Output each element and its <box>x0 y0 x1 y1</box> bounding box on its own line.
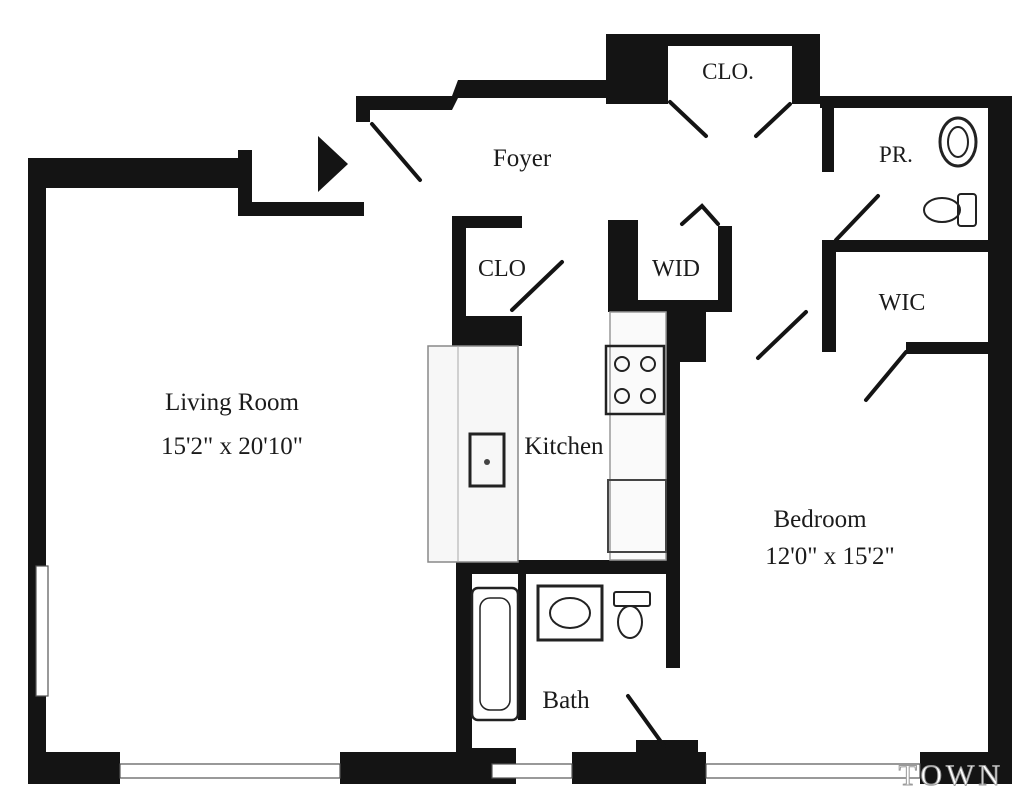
bath-label: Bath <box>542 687 590 714</box>
bedroom-door <box>864 350 908 402</box>
living-top-wall-return <box>238 150 252 212</box>
foyer-label: Foyer <box>493 145 552 172</box>
living-top-wall <box>28 158 250 188</box>
bath-door <box>626 694 666 748</box>
bedroom-name: Bedroom <box>773 506 867 533</box>
bedroom-dimensions: 12'0" x 15'2" <box>765 543 894 570</box>
foyer-closet-door-left <box>668 100 708 138</box>
kitchen-closet-bottom-wall <box>452 316 522 346</box>
bathtub-basin <box>479 597 511 711</box>
washer-dryer-label: WID <box>652 256 700 282</box>
right-exterior-wall <box>988 96 1012 784</box>
bath-door-jamb <box>636 740 698 784</box>
entry-door <box>370 122 422 182</box>
windows <box>35 565 921 779</box>
tub-right-wall <box>518 570 526 720</box>
foyer-closet-door-right <box>754 102 792 138</box>
bath-toilet-tank <box>613 591 651 607</box>
foyer-closet-right-block <box>792 34 820 104</box>
bath-top-wall <box>456 560 668 574</box>
watermark-logo: TOWN <box>899 759 1004 792</box>
bathtub <box>470 586 520 722</box>
kitchen-counter-right <box>609 311 667 561</box>
stove-burner-1 <box>614 356 630 372</box>
foyer-closet-label: CLO. <box>702 59 754 84</box>
bottom-wall-left <box>28 752 120 784</box>
foyer-closet-top-wall <box>606 34 820 46</box>
wd-right-wall <box>718 226 732 312</box>
stove-burner-4 <box>640 388 656 404</box>
bath-toilet-bowl <box>617 605 643 639</box>
walls <box>28 34 1012 784</box>
entry-wall-ledge <box>238 202 364 216</box>
wic-bottom-wall <box>906 342 988 354</box>
kitchen-sink-drain <box>484 459 490 465</box>
powder-room-bottom-wall <box>822 240 988 252</box>
fixtures <box>427 116 978 722</box>
foyer-top-wall <box>356 80 608 122</box>
stove-burner-3 <box>614 388 630 404</box>
kitchen-closet-top-wall <box>452 216 522 228</box>
wd-door <box>680 203 720 226</box>
bath-sink-counter <box>536 584 604 642</box>
powder-room-left-wall <box>822 100 834 172</box>
powder-room-door <box>834 194 880 242</box>
wic-left-wall <box>822 240 836 352</box>
powder-room-toilet-bowl <box>923 197 961 223</box>
walk-in-closet-label: WIC <box>879 290 926 316</box>
kitchen-closet-door <box>510 260 564 312</box>
bedroom-window-bottom <box>705 763 921 779</box>
kitchen-sink <box>468 432 506 488</box>
kitchen-label: Kitchen <box>524 433 604 460</box>
refrigerator <box>607 479 667 553</box>
living-window-left <box>35 565 49 697</box>
living-window-bottom <box>119 763 341 779</box>
powder-room-sink <box>938 116 978 168</box>
bath-left-wall <box>456 560 472 784</box>
bath-sink-basin <box>549 597 591 629</box>
kitchen-bedroom-partition <box>666 300 680 668</box>
living-room-dimensions: 15'2" x 20'10" <box>161 433 303 460</box>
entry-arrow-icon <box>318 136 348 192</box>
powder-room-sink-basin <box>947 126 969 158</box>
wd-left-wall <box>608 220 638 312</box>
kitchen-closet-left-wall <box>452 216 466 346</box>
bath-window <box>491 763 573 779</box>
powder-room-label: PR. <box>879 142 913 167</box>
wic-door <box>756 310 808 360</box>
kitchen-closet-label: CLO <box>478 256 526 282</box>
stove <box>604 344 666 416</box>
doors <box>370 100 908 748</box>
powder-room-toilet-tank <box>957 193 977 227</box>
stove-burner-2 <box>640 356 656 372</box>
room-labels: Living Room 15'2" x 20'10" Bedroom 12'0"… <box>161 59 925 714</box>
living-room-name: Living Room <box>165 389 300 416</box>
powder-room-top-wall <box>820 96 1012 108</box>
